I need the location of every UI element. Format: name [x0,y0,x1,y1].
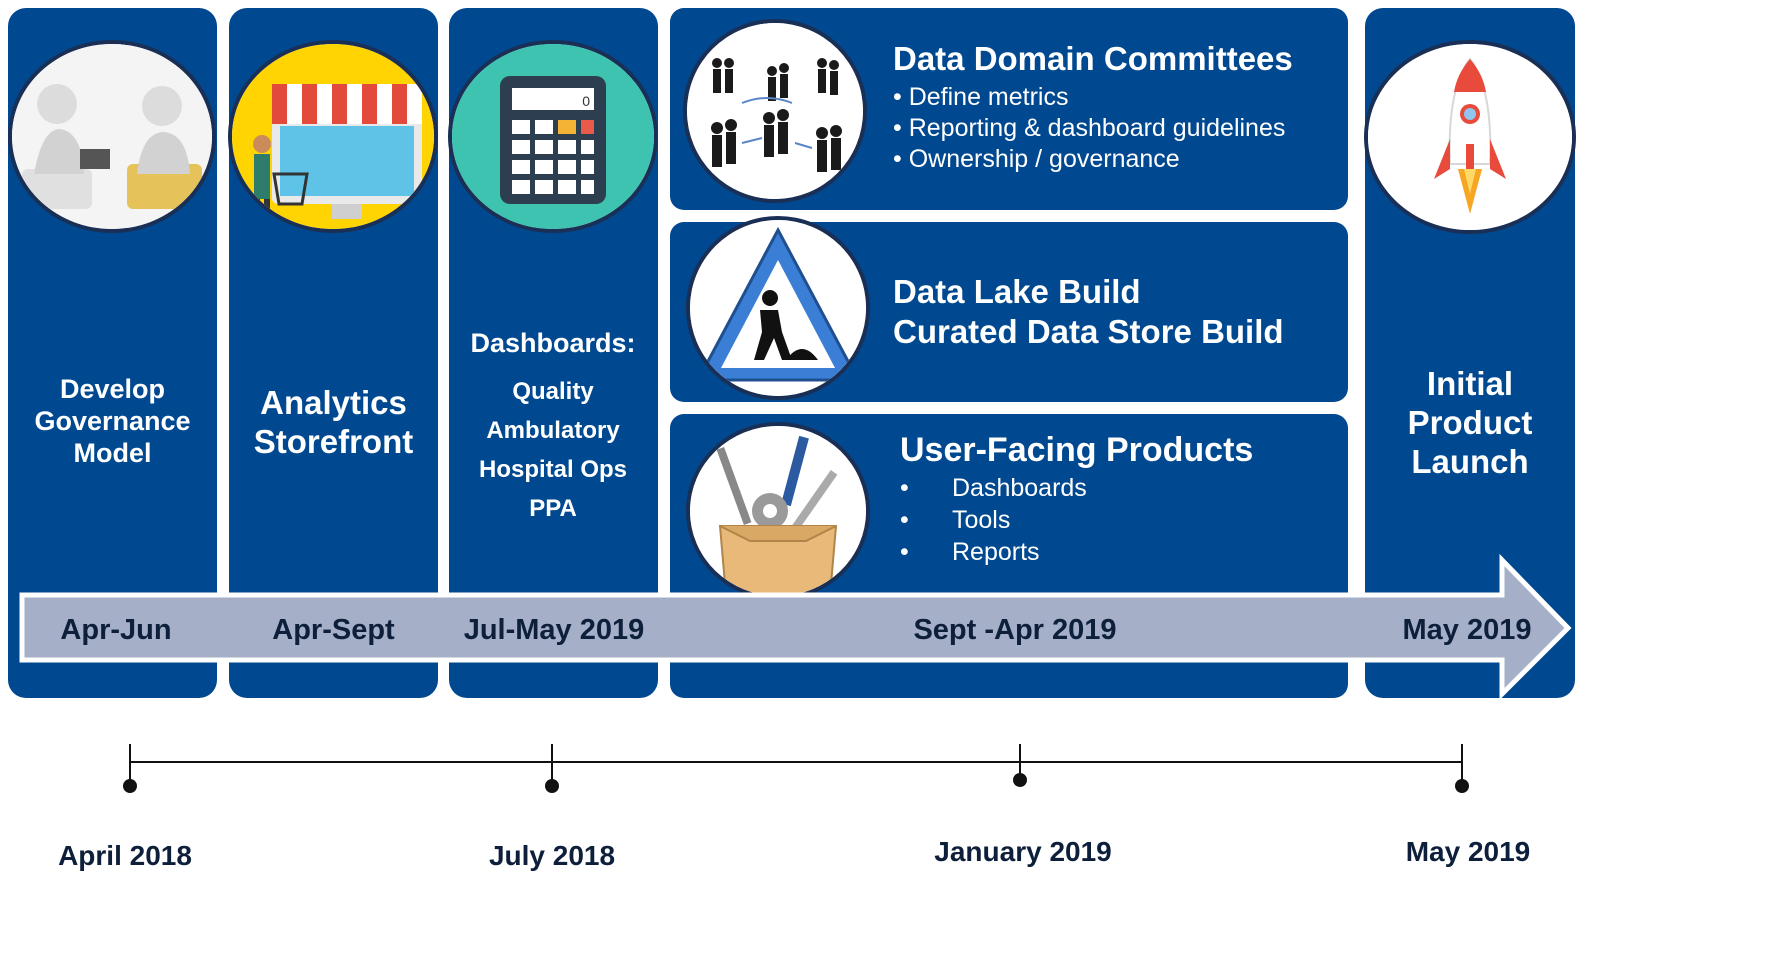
launch-title: Initial Product Launch [1407,365,1533,480]
list-item: •Dashboards [900,474,1087,502]
governance-title: Develop Governance Model [34,374,191,468]
list-item: •Tools [900,506,1011,534]
timeline-date: July 2018 [488,840,616,871]
rocket-icon [1368,44,1572,230]
list-item: • Ownership / governance [893,145,1180,173]
construction-sign-icon [690,220,866,396]
committees-list: • Define metrics • Reporting & dashboard… [893,82,1285,175]
timeline-date: January 2019 [934,836,1112,867]
toolbox-icon [690,426,866,596]
timeline-dot [1455,779,1469,793]
dashboards-heading: Dashboards: [470,328,636,358]
calculator-icon: 0 [452,44,654,229]
products-list: •Dashboards •Tools •Reports [900,472,1087,568]
products-title: User-Facing Products [900,431,1254,469]
dashboards-list: Quality Ambulatory Hospital Ops PPA [478,378,628,522]
list-item: •Reports [900,538,1040,566]
svg-text:0: 0 [582,93,590,109]
period-label: Sept -Apr 2019 [913,614,1117,646]
storefront-title: Analytics Storefront [253,384,414,460]
timeline-date: May 2019 [1405,836,1531,867]
timeline-dot [545,779,559,793]
timeline-date: April 2018 [58,840,192,871]
period-label: May 2019 [1402,614,1532,646]
meeting-people-icon [12,44,212,229]
list-item: • Define metrics [893,83,1069,111]
timeline-dot [123,779,137,793]
period-label: Apr-Sept [272,614,395,646]
committees-title: Data Domain Committees [893,40,1293,77]
timeline-dot [1013,773,1027,787]
list-item: • Reporting & dashboard guidelines [893,114,1286,142]
period-label: Apr-Jun [60,614,172,646]
people-network-icon [687,23,863,199]
data-lake-title: Data Lake Build Curated Data Store Build [893,273,1284,350]
period-label: Jul-May 2019 [463,614,645,646]
